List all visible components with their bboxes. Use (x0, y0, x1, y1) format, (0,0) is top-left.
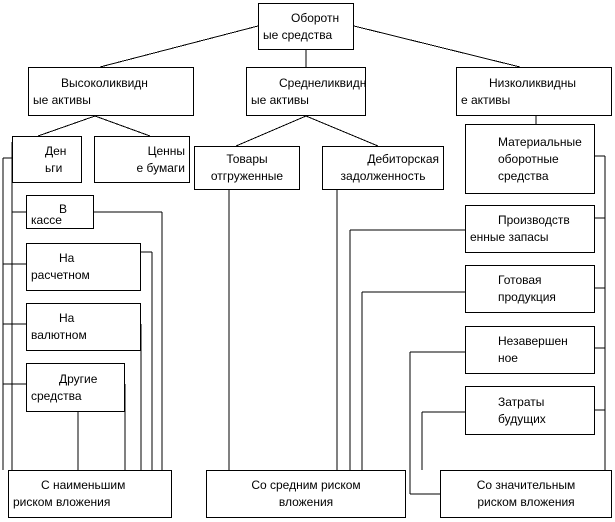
node-line: На (59, 251, 75, 265)
node-risk-medium: Со средним риском вложения (206, 470, 406, 518)
node-line: е активы (461, 92, 511, 107)
node-line: Оборотн (291, 10, 340, 25)
node-currency-account: На валютном (26, 303, 141, 351)
node-line: Затраты (498, 394, 545, 409)
node-line: Незавершен (498, 334, 568, 348)
node-line: задолженность (340, 169, 426, 183)
node-material-current-assets: Материальные оборотные средства (465, 124, 595, 194)
node-other-funds: Другие средства (26, 363, 125, 412)
node-receivables: Дебиторская задолженность (322, 146, 444, 190)
node-line: средства (498, 168, 549, 183)
node-working-capital: Оборотн ые средства (258, 3, 354, 50)
node-finished-goods: Готовая продукция (465, 265, 595, 313)
node-settlement-account: На расчетном (26, 243, 141, 291)
node-line: Ценны (147, 143, 185, 158)
node-line: ые средства (263, 27, 333, 42)
node-securities: Ценны е бумаги (94, 136, 190, 183)
node-line: енные запасы (470, 230, 549, 244)
node-cash-desk: В кассе (26, 195, 94, 229)
node-work-in-progress: Незавершен ное (465, 326, 595, 374)
node-line: Материальные (498, 134, 582, 149)
node-line: Со средним риском (251, 478, 361, 492)
node-production-stocks: Производств енные запасы (465, 205, 595, 253)
node-risk-significant: Со значительным риском вложения (440, 470, 612, 518)
node-mid-liquid-assets: Среднеликвидн ые активы (246, 67, 366, 116)
node-line: е бумаги (136, 160, 186, 175)
node-line: кассе (31, 213, 62, 227)
node-line: расчетном (31, 268, 90, 282)
node-line: ное (498, 351, 518, 365)
node-deferred-expenses: Затраты будущих (465, 386, 595, 435)
node-line: Со значительным (476, 478, 576, 492)
node-high-liquid-assets: Высоколиквидн ые активы (28, 67, 194, 116)
node-line: вложения (278, 495, 334, 509)
node-line: Высоколиквидн (61, 75, 148, 90)
node-line: Другие (59, 371, 98, 386)
node-line: Готовая (498, 273, 542, 287)
node-line: Ден (45, 143, 67, 158)
node-line: Дебиторская (367, 152, 439, 166)
node-line: продукция (498, 290, 556, 304)
node-line: Низколиквидны (489, 75, 576, 90)
node-line: В (59, 202, 68, 216)
node-line: На (59, 311, 75, 325)
node-line: Производств (498, 213, 570, 227)
node-line: риском вложения (13, 495, 111, 509)
node-goods-shipped: Товары отгруженные (194, 146, 300, 190)
node-line: ьги (45, 160, 63, 175)
node-line: валютном (31, 328, 87, 342)
node-line: Среднеликвидн (279, 75, 366, 90)
node-line: Товары (226, 152, 268, 166)
node-line: ые активы (33, 92, 91, 107)
node-line: будущих (498, 411, 546, 426)
node-line: ые активы (251, 92, 309, 107)
node-line: С наименьшим (41, 478, 126, 492)
node-money: Ден ьги (12, 136, 82, 183)
node-low-liquid-assets: Низколиквидны е активы (456, 67, 612, 116)
node-line: риском вложения (477, 495, 575, 509)
node-line: отгруженные (210, 169, 284, 183)
node-line: средства (31, 388, 82, 403)
node-line: оборотные (498, 151, 559, 166)
node-risk-lowest: С наименьшим риском вложения (8, 470, 172, 518)
